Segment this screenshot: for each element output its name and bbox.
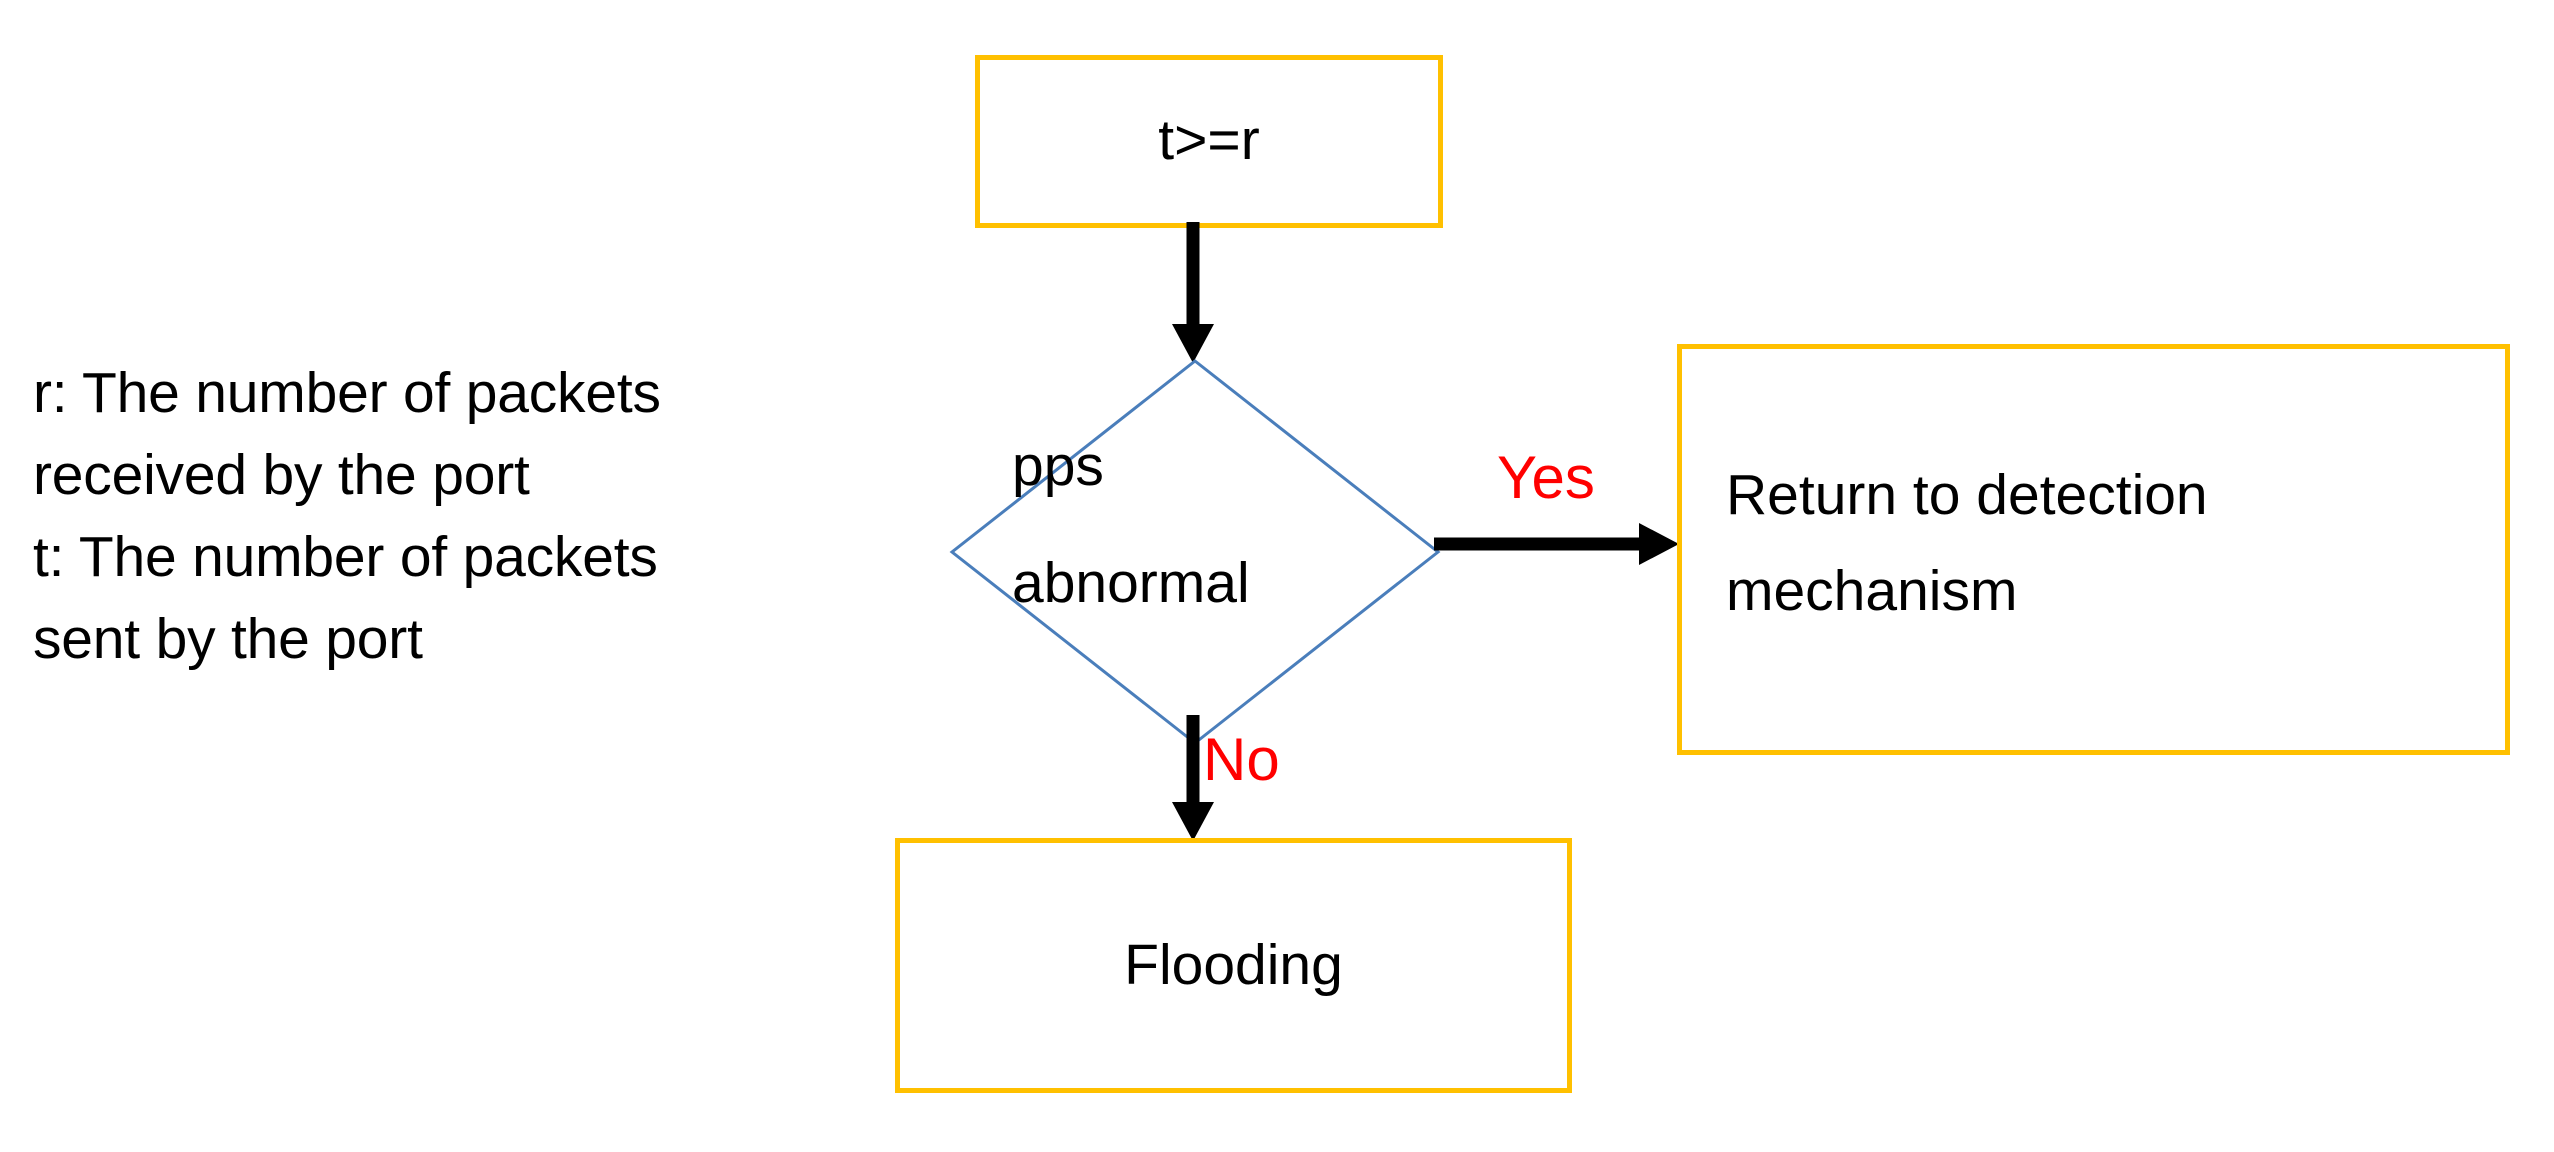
node-decision-label-line1: pps bbox=[1012, 434, 1104, 498]
node-condition-t-ge-r-label: t>=r bbox=[1158, 108, 1260, 172]
legend-line-t-continuation: sent by the port bbox=[33, 607, 423, 671]
node-decision-pps-abnormal[interactable]: pps abnormal bbox=[949, 359, 1441, 745]
node-decision-label-group: pps abnormal bbox=[950, 359, 1440, 745]
legend-text-block: r: The number of packets received by the… bbox=[33, 352, 963, 680]
arrow-decision-to-right-yes bbox=[1430, 515, 1690, 575]
node-decision-label-line2: abnormal bbox=[1012, 551, 1250, 615]
legend-line-t-definition: t: The number of packets bbox=[33, 525, 658, 589]
arrow-decision-to-bottom-no bbox=[1160, 715, 1232, 845]
node-return-to-detection-mechanism-label: Return to detection mechanism bbox=[1726, 463, 2208, 623]
node-condition-t-ge-r[interactable]: t>=r bbox=[975, 55, 1443, 228]
legend-line-r-continuation: received by the port bbox=[33, 443, 530, 507]
edge-label-yes: Yes bbox=[1497, 444, 1595, 511]
node-flooding-label: Flooding bbox=[1124, 933, 1343, 997]
legend-line-r-definition: r: The number of packets bbox=[33, 361, 661, 425]
node-flooding[interactable]: Flooding bbox=[895, 838, 1572, 1093]
node-return-to-detection-mechanism[interactable]: Return to detection mechanism bbox=[1677, 344, 2510, 755]
arrow-top-to-decision bbox=[1160, 222, 1232, 364]
edge-label-no: No bbox=[1203, 726, 1280, 793]
